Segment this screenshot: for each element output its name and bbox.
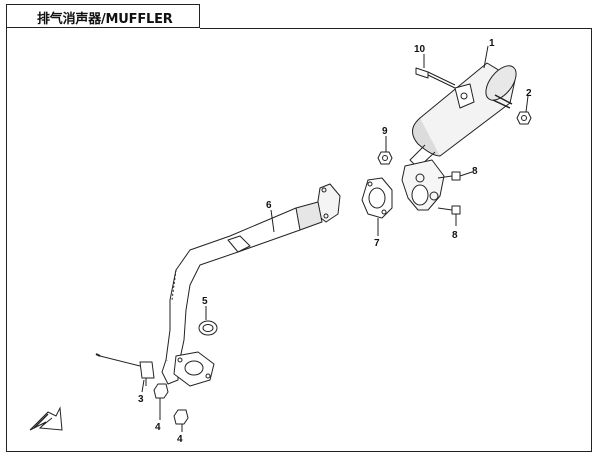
flange-nut-right[interactable] <box>173 409 189 425</box>
callout-7: 7 <box>374 238 380 249</box>
exhaust-port-flange[interactable] <box>173 351 215 387</box>
leader-line-1 <box>483 45 489 69</box>
mounting-nut[interactable] <box>516 111 532 125</box>
flange-nut-small[interactable] <box>377 151 393 165</box>
muffler-inlet-flange[interactable] <box>401 159 445 211</box>
callout-5: 5 <box>202 296 208 307</box>
exhaust-gasket[interactable] <box>361 177 393 219</box>
frame-left-line <box>6 28 7 452</box>
leader-line-2 <box>525 95 529 113</box>
frame-right-line <box>591 28 592 452</box>
leader-line-6 <box>270 209 275 233</box>
mounting-bolt[interactable] <box>415 67 456 89</box>
diagram-title: 排气消声器/MUFFLER <box>37 12 173 27</box>
oxygen-sensor[interactable] <box>95 353 155 386</box>
callout-3: 3 <box>138 394 144 405</box>
callout-6: 6 <box>266 200 272 211</box>
callout-8-lower: 8 <box>452 230 458 241</box>
exhaust-port-gasket[interactable] <box>198 320 218 336</box>
flange-bolt-lower[interactable] <box>437 205 461 215</box>
flange-nut-left[interactable] <box>153 383 169 399</box>
flange-bolt-upper[interactable] <box>437 171 461 181</box>
exhaust-pipe[interactable] <box>161 183 341 385</box>
front-direction-arrow-icon <box>29 406 63 431</box>
callout-4-left: 4 <box>155 422 161 433</box>
diagram-title-box: 排气消声器/MUFFLER <box>6 4 200 28</box>
frame-bottom-line <box>6 451 592 452</box>
callout-9: 9 <box>382 126 388 137</box>
callout-4-right: 4 <box>177 434 183 445</box>
callout-10: 10 <box>414 44 426 55</box>
frame-top-line <box>200 28 592 29</box>
callout-1: 1 <box>489 38 495 49</box>
callout-8-upper: 8 <box>472 166 478 177</box>
callout-2: 2 <box>526 88 532 99</box>
muffler-body[interactable] <box>409 60 522 169</box>
leader-line-3 <box>141 379 145 393</box>
leader-line-8a <box>459 171 473 177</box>
